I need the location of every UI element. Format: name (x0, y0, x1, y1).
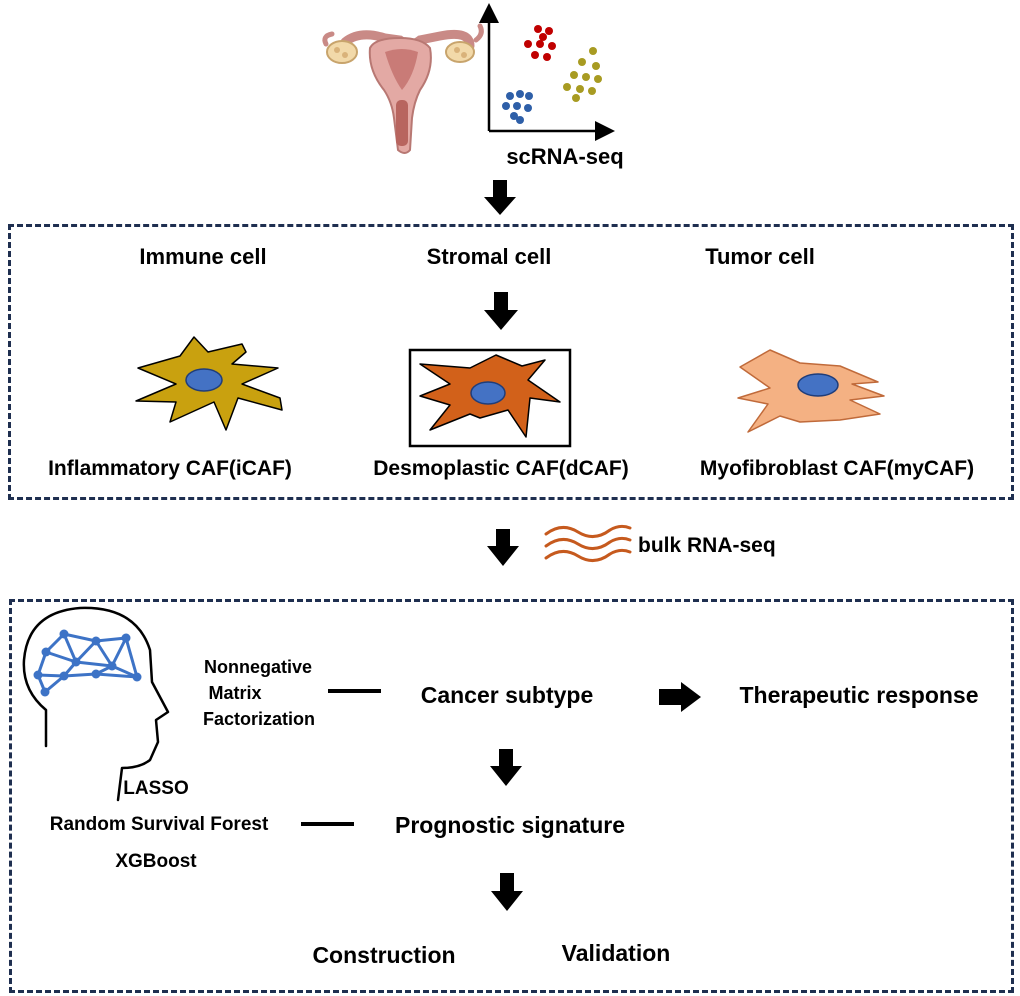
nmf-label-line2: Matrix (208, 683, 262, 703)
nmf-label-line1: Nonnegative (203, 657, 313, 677)
icaf-label: Inflammatory CAF(iCAF) (48, 457, 292, 480)
uterus-icon (322, 23, 484, 154)
down-arrow-icon-signature (491, 873, 523, 911)
analysis-box (9, 599, 1014, 993)
mycaf-cell-icon (737, 349, 885, 433)
down-arrow-icon-bulk (487, 529, 519, 566)
prognostic-signature-label: Prognostic signature (394, 812, 626, 838)
down-arrow-icon (484, 180, 516, 215)
ml-lasso-label: LASSO (123, 778, 189, 799)
ml-rsf-label: Random Survival Forest (49, 814, 269, 835)
dcaf-label: Desmoplastic CAF(dCAF) (373, 457, 629, 480)
header-immune-cell: Immune cell (139, 244, 267, 269)
ml-xgboost-label: XGBoost (115, 851, 197, 872)
scrna-seq-label: scRNA-seq (506, 144, 624, 169)
construction-label: Construction (312, 942, 456, 968)
cancer-subtype-label: Cancer subtype (420, 682, 594, 708)
header-tumor-cell: Tumor cell (705, 244, 815, 269)
right-arrow-icon (659, 682, 701, 712)
head-network-icon (22, 606, 170, 802)
bulk-rna-seq-label: bulk RNA-seq (638, 534, 776, 557)
dcaf-highlight-box (408, 348, 572, 448)
therapeutic-response-label: Therapeutic response (739, 682, 979, 708)
dcaf-cell-icon (419, 354, 561, 438)
validation-label: Validation (561, 940, 671, 966)
header-stromal-cell: Stromal cell (426, 244, 552, 269)
nmf-label-line3: Factorization (202, 709, 316, 729)
down-arrow-icon-subtype (490, 749, 522, 786)
down-arrow-icon-stromal (484, 292, 518, 330)
icaf-cell-icon (135, 336, 283, 431)
cell-types-box (8, 224, 1014, 500)
wave-icon (544, 524, 632, 562)
mycaf-label: Myofibroblast CAF(myCAF) (699, 457, 975, 480)
scatter-plot-icon (479, 3, 615, 141)
